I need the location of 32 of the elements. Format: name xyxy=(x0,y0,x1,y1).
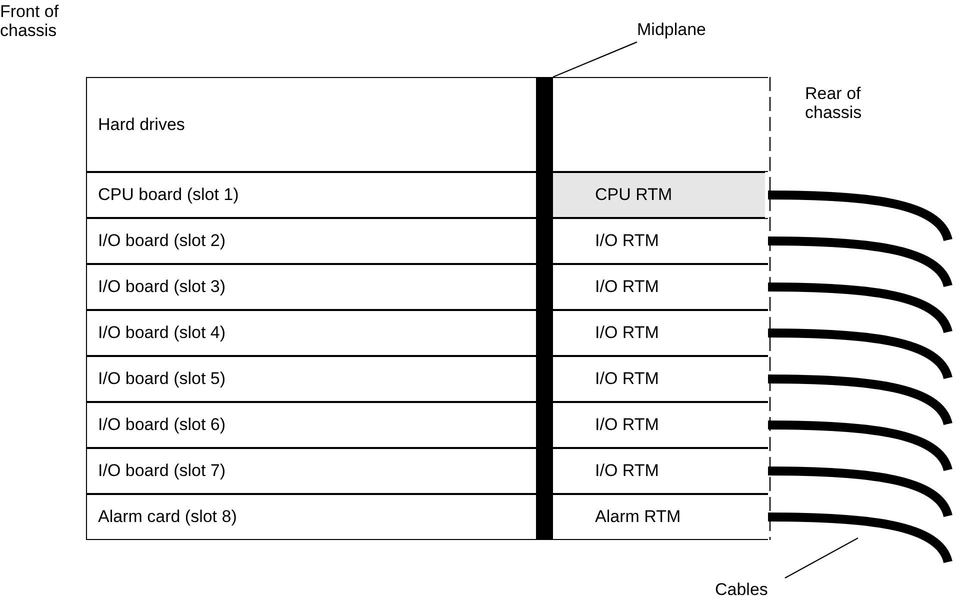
rtm-slot: I/O RTM xyxy=(553,218,768,264)
cable xyxy=(768,282,952,334)
board-slot: I/O board (slot 2) xyxy=(86,218,536,264)
side-label: Rear of chassis xyxy=(805,84,863,122)
side-label: Front of chassis xyxy=(0,2,60,40)
drive-bay: Hard drives xyxy=(86,77,536,172)
callout-label: Midplane xyxy=(637,18,722,42)
board-slot: I/O board (slot 7) xyxy=(86,448,536,494)
board-slot: I/O board (slot 4) xyxy=(86,310,536,356)
cable xyxy=(768,190,952,242)
leader-line xyxy=(784,537,858,579)
rtm-slot: I/O RTM xyxy=(553,310,768,356)
board-slot: I/O board (slot 3) xyxy=(86,264,536,310)
board-slot: I/O board (slot 5) xyxy=(86,356,536,402)
rtm-slot: I/O RTM xyxy=(553,264,768,310)
cable xyxy=(768,420,952,472)
leader-line xyxy=(552,41,638,78)
cable xyxy=(768,328,952,380)
rtm-slot: CPU RTM xyxy=(553,172,765,218)
cable xyxy=(768,374,952,426)
board-slot: CPU board (slot 1) xyxy=(86,172,536,218)
cable xyxy=(768,512,952,564)
cable xyxy=(768,466,952,518)
rtm-slot: I/O RTM xyxy=(553,448,768,494)
rtm-slot: I/O RTM xyxy=(553,402,768,448)
board-slot: Alarm card (slot 8) xyxy=(86,494,536,540)
callout-label: Cables xyxy=(715,578,785,602)
rtm-slot: Alarm RTM xyxy=(553,494,768,540)
cable xyxy=(768,236,952,288)
midplane-bar xyxy=(536,77,553,540)
rtm-slot: I/O RTM xyxy=(553,356,768,402)
board-slot: I/O board (slot 6) xyxy=(86,402,536,448)
